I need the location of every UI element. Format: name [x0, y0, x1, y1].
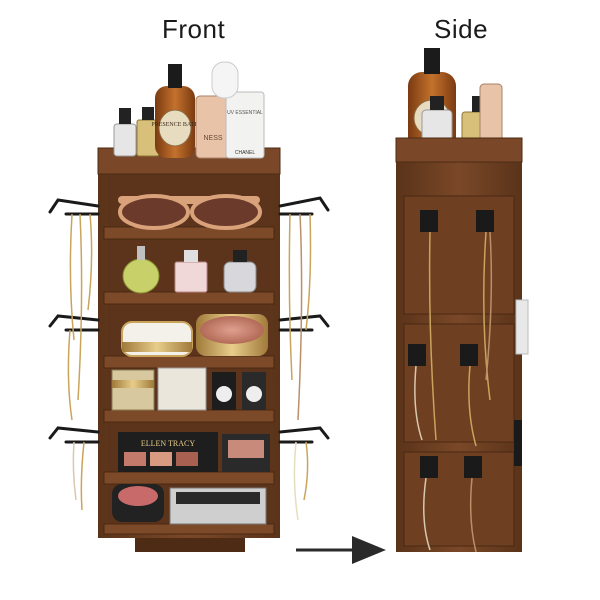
front-label: Front — [162, 14, 226, 44]
hooks-right — [278, 196, 330, 444]
side-label: Side — [434, 14, 489, 44]
palettes: ELLEN TRACY — [118, 432, 270, 472]
sunglasses — [118, 194, 262, 230]
side-cabinet — [395, 48, 529, 553]
shelf-5 — [103, 471, 275, 485]
front-cabinet: PRESENCE BATH NESS UV ESSENTIAL CHANEL — [48, 61, 330, 552]
side-top-bottles — [408, 48, 503, 159]
compacts — [121, 314, 268, 357]
side-item — [515, 299, 529, 355]
shelf-3 — [103, 355, 275, 369]
shelf-4 — [103, 409, 275, 423]
side-panels — [403, 195, 515, 547]
side-hook-profile — [514, 420, 522, 466]
bottom-items — [112, 484, 267, 525]
top-bottles: PRESENCE BATH NESS UV ESSENTIAL CHANEL — [113, 61, 265, 159]
arrow-right-icon — [296, 536, 386, 564]
side-hook-mounts — [408, 210, 494, 478]
palette-label: ELLEN TRACY — [141, 439, 196, 448]
perfume-label: PRESENCE BATH — [151, 122, 199, 128]
shelf-1 — [103, 226, 275, 240]
brand-label: CHANEL — [235, 150, 256, 156]
side-necklaces — [414, 231, 493, 553]
cabinet-base — [135, 534, 245, 552]
cream-label: NESS — [203, 135, 222, 142]
shelves — [103, 226, 275, 535]
shelf-2 — [103, 291, 275, 305]
necklaces-right — [288, 213, 312, 521]
necklaces-left — [67, 213, 93, 511]
uv-label: UV ESSENTIAL — [227, 110, 263, 116]
small-items — [111, 367, 266, 411]
perfumes-shelf — [122, 246, 257, 294]
side-top-rim — [395, 137, 523, 163]
hooks-left — [48, 198, 100, 444]
shelf-6 — [103, 523, 275, 535]
